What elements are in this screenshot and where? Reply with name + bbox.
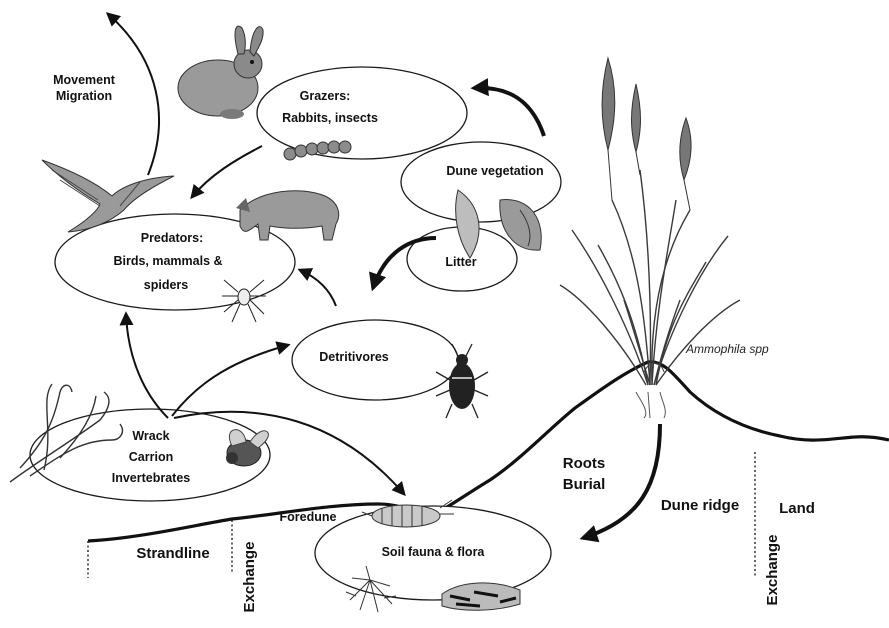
foredune-label: Foredune — [280, 510, 337, 524]
predators-title: Predators: — [141, 231, 204, 245]
grazers-title: Grazers: — [300, 89, 351, 103]
wrack-label: Wrack — [132, 429, 169, 443]
detritivores-label: Detritivores — [319, 350, 389, 364]
burial-label: Burial — [563, 476, 606, 493]
invertebrates-label: Invertebrates — [112, 471, 191, 485]
migration-label: Migration — [56, 89, 112, 103]
litter-label: Litter — [445, 255, 476, 269]
dune-ridge-label: Dune ridge — [661, 497, 739, 514]
dune-vegetation-label: Dune vegetation — [446, 164, 543, 178]
carrion-label: Carrion — [129, 450, 173, 464]
exchange-left-label: Exchange — [241, 542, 258, 613]
roots-label: Roots — [563, 455, 606, 472]
exchange-right-label: Exchange — [764, 535, 781, 606]
arrow-wrack-to-predators — [126, 314, 168, 418]
strandline-label: Strandline — [136, 545, 209, 562]
movement-label: Movement — [53, 73, 116, 87]
arrow-grazers-to-predators — [192, 146, 262, 197]
species-label: Ammophila spp — [685, 342, 769, 356]
marram-grass-icon — [560, 170, 740, 418]
predators-line3: spiders — [144, 278, 189, 292]
arrow-wrack-to-detritivores — [172, 345, 288, 416]
soil-label: Soil fauna & flora — [382, 545, 486, 559]
arrow-detritivores-to-predators — [300, 270, 336, 306]
arrow-to-migration — [108, 14, 159, 175]
rabbit-icon — [178, 26, 263, 119]
grass-seedhead-icon — [602, 58, 691, 210]
land-label: Land — [779, 500, 815, 517]
arrow-vegetation-to-grazers — [474, 88, 544, 136]
dune-vegetation-node — [401, 142, 561, 222]
grazers-subtitle: Rabbits, insects — [282, 111, 378, 125]
predators-line2: Birds, mammals & — [113, 254, 222, 268]
